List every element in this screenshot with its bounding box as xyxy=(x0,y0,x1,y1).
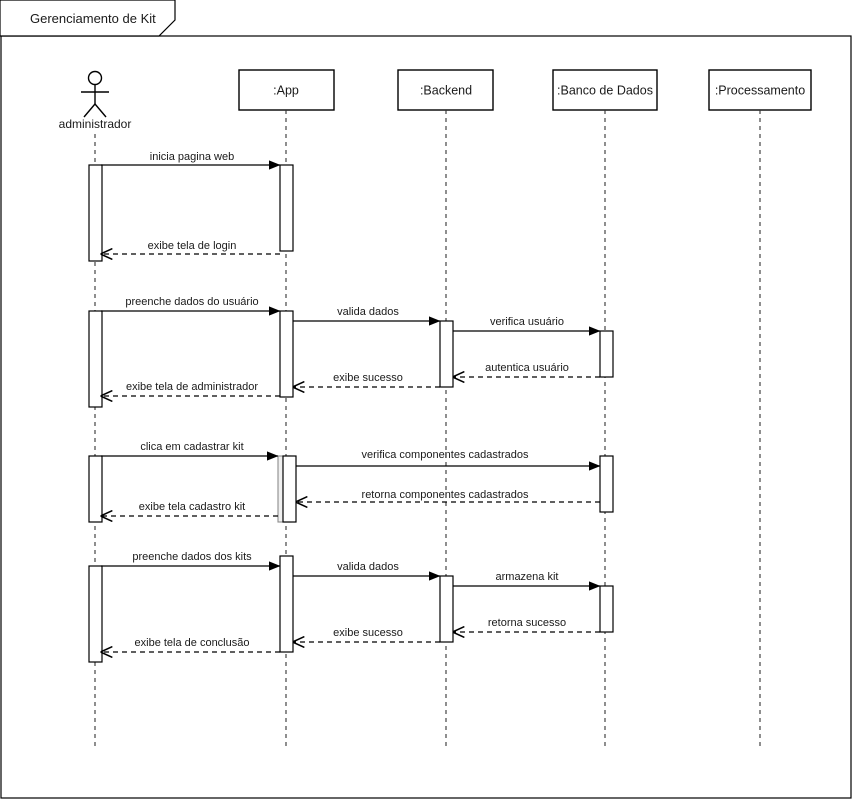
actor-leg-left-icon xyxy=(83,103,96,118)
message-m9: clica em cadastrar kit xyxy=(101,441,279,461)
message-label: verifica componentes cadastrados xyxy=(362,449,529,461)
activation-bar-banco xyxy=(599,330,614,378)
actor-administrador[interactable]: administrador xyxy=(59,70,132,749)
message-m12: exibe tela cadastro kit xyxy=(101,501,278,516)
lifeline-banco[interactable]: :Banco de Dados xyxy=(552,69,658,748)
message-label: exibe sucesso xyxy=(333,372,403,384)
message-label: exibe tela de conclusão xyxy=(135,637,250,649)
message-label: exibe tela de administrador xyxy=(126,381,258,393)
lifelines-group: :App :Backend :Banco de Dados :Processament… xyxy=(238,69,812,748)
activation-bar-actor xyxy=(88,164,103,262)
message-m17: exibe sucesso xyxy=(293,627,440,642)
activation-bar-app xyxy=(279,164,294,252)
activation-bar-banco xyxy=(599,585,614,633)
message-m5: verifica usuário xyxy=(453,316,601,336)
message-label: exibe tela de login xyxy=(148,240,237,252)
frame-title-label: Gerenciamento de Kit xyxy=(30,11,156,26)
message-m11: retorna componentes cadastrados xyxy=(296,489,600,502)
message-label: valida dados xyxy=(337,306,399,318)
lifeline-label-backend: :Backend xyxy=(420,84,472,98)
message-m1: inicia pagina web xyxy=(101,151,281,170)
activation-bar-banco xyxy=(599,455,614,513)
lifeline-label-banco: :Banco de Dados xyxy=(557,84,653,98)
activation-bar-backend xyxy=(439,575,454,643)
message-label: autentica usuário xyxy=(485,362,569,374)
message-m2: exibe tela de login xyxy=(101,240,280,254)
message-m15: armazena kit xyxy=(453,571,601,591)
activation-bar-app xyxy=(282,455,297,523)
message-label: retorna sucesso xyxy=(488,617,566,629)
message-label: clica em cadastrar kit xyxy=(140,441,243,453)
message-m3: preenche dados do usuário xyxy=(101,296,281,316)
message-m14: valida dados xyxy=(293,561,441,581)
lifeline-head-banco[interactable] xyxy=(552,69,658,111)
message-label: valida dados xyxy=(337,561,399,573)
message-label: verifica usuário xyxy=(490,316,564,328)
activation-bar-actor xyxy=(88,455,103,523)
activation-bar-actor xyxy=(88,310,103,408)
actor-leg-right-icon xyxy=(94,103,107,118)
message-m10: verifica componentes cadastrados xyxy=(296,449,601,471)
message-m16: retorna sucesso xyxy=(453,617,600,632)
message-label: preenche dados do usuário xyxy=(125,296,258,308)
message-m13: preenche dados dos kits xyxy=(101,551,281,571)
message-label: retorna componentes cadastrados xyxy=(362,489,529,501)
activation-bar-actor xyxy=(88,565,103,663)
activation-bar-backend xyxy=(439,320,454,388)
diagram-frame-border xyxy=(0,35,852,799)
message-m6: autentica usuário xyxy=(453,362,600,377)
lifeline-processamento[interactable]: :Processamento xyxy=(708,69,812,748)
lifeline-label-processamento: :Processamento xyxy=(715,84,805,98)
actor-label: administrador xyxy=(59,117,132,131)
message-m8: exibe tela de administrador xyxy=(101,381,280,396)
activation-bar-app xyxy=(279,310,294,398)
actor-head-icon xyxy=(87,70,103,86)
message-m7: exibe sucesso xyxy=(293,372,440,387)
message-label: inicia pagina web xyxy=(150,151,234,163)
message-label: preenche dados dos kits xyxy=(132,551,252,563)
message-m18: exibe tela de conclusão xyxy=(101,637,280,652)
message-m4: valida dados xyxy=(293,306,441,326)
lifeline-label-app: :App xyxy=(273,84,299,98)
message-label: armazena kit xyxy=(496,571,559,583)
activation-bar-app xyxy=(279,555,294,653)
activation-bars-group xyxy=(88,164,614,663)
message-label: exibe tela cadastro kit xyxy=(139,501,245,513)
frame-title-tab xyxy=(0,0,176,37)
message-label: exibe sucesso xyxy=(333,627,403,639)
messages-group: inicia pagina web exibe tela de login pree… xyxy=(101,151,601,652)
lifeline-backend[interactable]: :Backend xyxy=(397,69,494,748)
